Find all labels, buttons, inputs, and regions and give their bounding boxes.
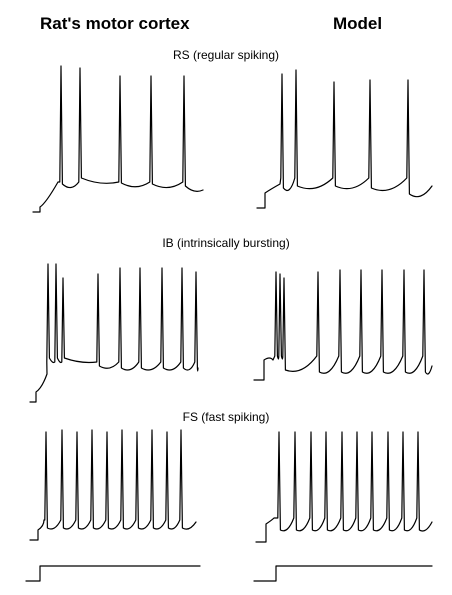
membrane-trace [29,263,199,403]
membrane-trace [32,65,204,213]
membrane-trace [256,69,433,209]
stimulus-step-left [25,565,201,582]
row-label-fs: FS (fast spiking) [182,410,270,424]
stimulus-step [253,565,433,582]
trace-fs-model [255,431,433,543]
stimulus-step [25,565,201,582]
trace-ib-model [253,269,433,381]
column-header-model: Model [333,14,383,33]
membrane-trace [255,431,433,543]
row-label-ib: IB (intrinsically bursting) [162,236,290,250]
trace-rs-model [256,69,433,209]
trace-fs-rat [29,429,197,541]
trace-rs-rat [32,65,204,213]
row-label-rs: RS (regular spiking) [172,48,280,62]
membrane-trace [29,429,197,541]
column-header-rat-motor-cortex: Rat's motor cortex [40,14,190,33]
membrane-trace [253,269,433,381]
stimulus-step-right [253,565,433,582]
trace-ib-rat [29,263,199,403]
